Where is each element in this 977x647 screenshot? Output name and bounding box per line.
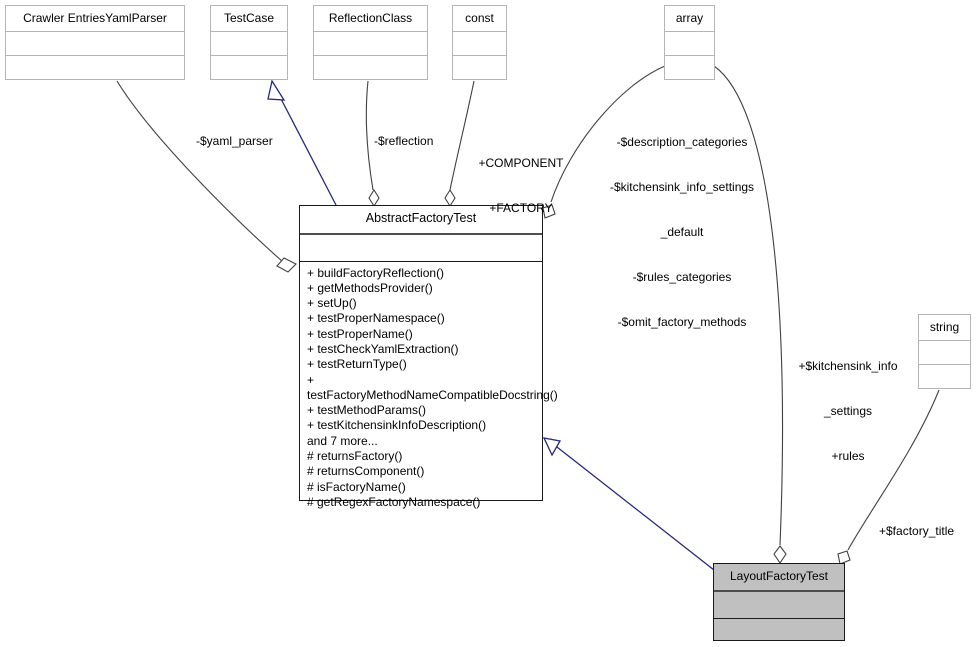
class-title: const [453,6,506,32]
class-operations-compartment [665,56,714,79]
class-operations-compartment: + buildFactoryReflection() + getMethodsP… [300,262,558,516]
class-box-test-case[interactable]: TestCase [210,5,288,80]
class-attributes-compartment [300,235,542,262]
class-operations-compartment [314,56,427,79]
class-operation: # getRegexFactoryNamespace() [307,494,481,509]
class-operation: + testProperNamespace() [307,311,445,326]
class-box-array[interactable]: array [664,5,715,80]
class-title: Crawler EntriesYamlParser [6,6,184,32]
class-box-reflection-class[interactable]: ReflectionClass [313,5,428,80]
class-title: array [665,6,714,32]
class-operation: + testMethodParams() [307,403,427,418]
edge-label-array-abstract-line3: _default [660,225,704,239]
class-title: string [919,315,970,341]
class-operation: + testKitchensinkInfoDescription() [307,418,487,433]
class-operations-compartment [453,56,506,79]
class-attributes-compartment [714,592,844,619]
class-operation: + testCheckYamlExtraction() [307,341,459,356]
edge-label-factory-title: +$factory_title [879,524,955,538]
class-attributes-compartment [6,32,184,56]
class-title: ReflectionClass [314,6,427,32]
class-box-crawler-entries-yaml-parser[interactable]: Crawler EntriesYamlParser [5,5,185,80]
class-attributes-compartment [665,32,714,56]
class-operation: + testReturnType() [307,357,407,372]
class-operation: # returnsComponent() [307,464,425,479]
class-attributes-compartment [314,32,427,56]
edge-label-array-layout-line3: +rules [831,449,865,463]
edge-layout-abstract [542,437,715,571]
class-operation: + getMethodsProvider() [307,280,433,295]
class-operation: + setUp() [307,296,357,311]
class-title: LayoutFactoryTest [714,564,844,592]
class-operation: # isFactoryName() [307,479,406,494]
class-attributes-compartment [453,32,506,56]
class-title: TestCase [211,6,287,32]
edge-label-array-layout-line2: _settings [823,404,873,418]
edge-label-const-line1: +COMPONENT [478,156,564,170]
class-box-layout-factory-test[interactable]: LayoutFactoryTest [713,563,845,641]
class-attributes-compartment [919,341,970,365]
class-operations-compartment [919,365,970,388]
class-box-string[interactable]: string [918,314,971,389]
class-title: AbstractFactoryTest [300,206,542,235]
class-box-abstract-factory-test[interactable]: AbstractFactoryTest + buildFactoryReflec… [299,205,558,509]
edge-label-reflection: -$reflection [374,134,434,148]
edge-yaml-parser [116,80,297,273]
class-box-const[interactable]: const [452,5,507,80]
edge-label-array-abstract: -$description_categories -$kitchensink_i… [597,105,767,360]
edge-label-array-abstract-line4: -$rules_categories [632,270,732,284]
edge-label-const-line2: +FACTORY [489,201,553,215]
class-operation: + testFactoryMethodNameCompatibleDocstri… [307,372,558,402]
class-operation: + buildFactoryReflection() [307,265,445,280]
edge-testcase [267,79,337,206]
class-operation-more: and 7 more... [307,433,378,448]
class-operations-compartment [714,619,844,640]
edge-label-array-abstract-line1: -$description_categories [616,135,748,149]
edge-label-array-layout: +$kitchensink_info _settings +rules [788,329,908,494]
edge-label-array-abstract-line5: -$omit_factory_methods [617,315,747,329]
class-operations-compartment [211,56,287,79]
edge-label-const: +COMPONENT +FACTORY [466,126,576,246]
class-attributes-compartment [211,32,287,56]
class-operation: # returnsFactory() [307,449,403,464]
edge-label-yaml-parser: -$yaml_parser [196,134,273,148]
class-operations-compartment [6,56,184,79]
class-operation: + testProperName() [307,326,413,341]
edge-label-array-abstract-line2: -$kitchensink_info_settings [609,180,755,194]
edge-label-array-layout-line1: +$kitchensink_info [798,359,898,373]
